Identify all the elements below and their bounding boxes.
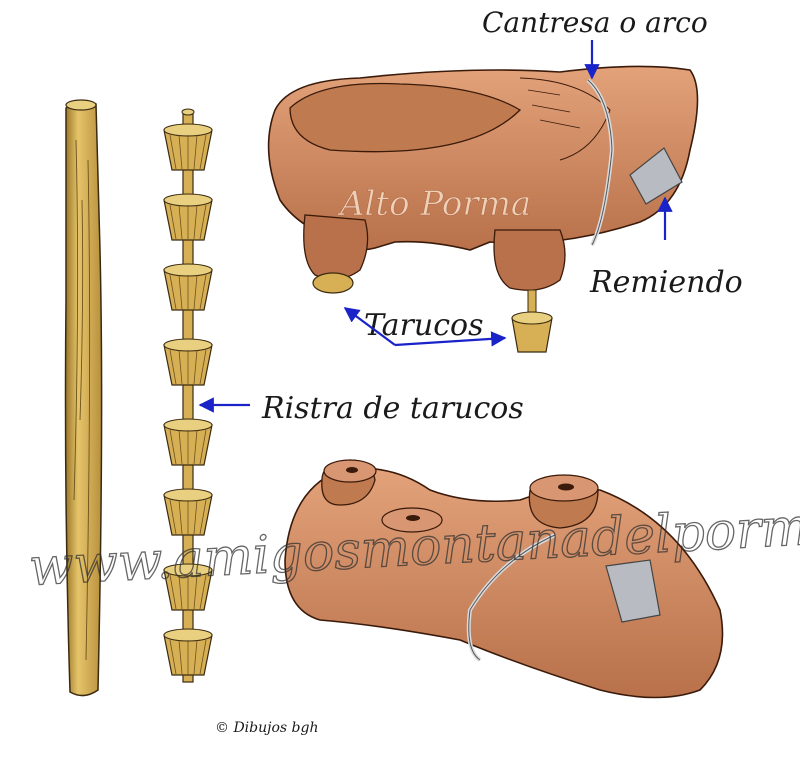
label-remiendo: Remiendo <box>589 265 743 300</box>
taruco-peg-grain <box>169 639 177 675</box>
taruco-peg-grain <box>178 134 183 170</box>
taruco-peg-grain <box>169 499 177 535</box>
taruco-peg-grain <box>199 349 207 385</box>
taruco-peg-grain <box>193 499 198 535</box>
taruco-peg-grain <box>199 499 207 535</box>
taruco-peg-grain <box>178 639 183 675</box>
taruco-peg-top <box>163 488 213 502</box>
taruco-peg-grain <box>169 429 177 465</box>
taruco-peg-grain <box>199 429 207 465</box>
taruco-peg-grain <box>193 429 198 465</box>
taruco-peg-grain <box>199 274 207 310</box>
taruco-peg-grain <box>199 204 207 240</box>
credit-text: © Dibujos bgh <box>215 720 318 736</box>
clog-side-view <box>267 65 699 353</box>
clog-overlay-text: Alto Porma <box>337 184 531 224</box>
taruco-peg-grain <box>193 639 198 675</box>
taruco-peg-grain <box>193 349 198 385</box>
label-cantresa: Cantresa o arco <box>482 6 708 39</box>
taruco-peg-grain <box>193 134 198 170</box>
ristra-de-tarucos <box>163 108 213 683</box>
taruco-peg-grain <box>193 574 198 610</box>
label-tarucos: Tarucos <box>364 308 484 343</box>
taruco-peg-grain <box>199 134 207 170</box>
taruco-peg-grain <box>169 349 177 385</box>
taruco-peg-top <box>163 418 213 432</box>
taruco-peg-top <box>163 123 213 137</box>
taruco-peg-grain <box>178 204 183 240</box>
taruco-peg-grain <box>178 349 183 385</box>
taruco-peg-grain <box>178 574 183 610</box>
taruco-peg-grain <box>178 429 183 465</box>
taruco-peg-grain <box>178 499 183 535</box>
taruco-peg-top <box>163 338 213 352</box>
taruco-peg-grain <box>169 134 177 170</box>
taruco-peg-grain <box>193 204 198 240</box>
taruco-peg-top <box>163 628 213 642</box>
label-ristra: Ristra de tarucos <box>261 391 524 426</box>
arrow-tarucos <box>343 307 396 346</box>
taruco-peg-grain <box>199 639 207 675</box>
taruco-peg-top <box>163 263 213 277</box>
clog-bottom-view <box>284 459 724 699</box>
taruco-peg-grain <box>199 574 207 610</box>
arrow-tarucos-right <box>394 331 507 347</box>
taruco-peg-grain <box>169 274 177 310</box>
taruco-peg-grain <box>169 574 177 610</box>
wooden-stick <box>64 99 103 697</box>
taruco-peg-grain <box>178 274 183 310</box>
taruco-peg-grain <box>193 274 198 310</box>
taruco-peg-top <box>163 193 213 207</box>
taruco-peg-grain <box>169 204 177 240</box>
